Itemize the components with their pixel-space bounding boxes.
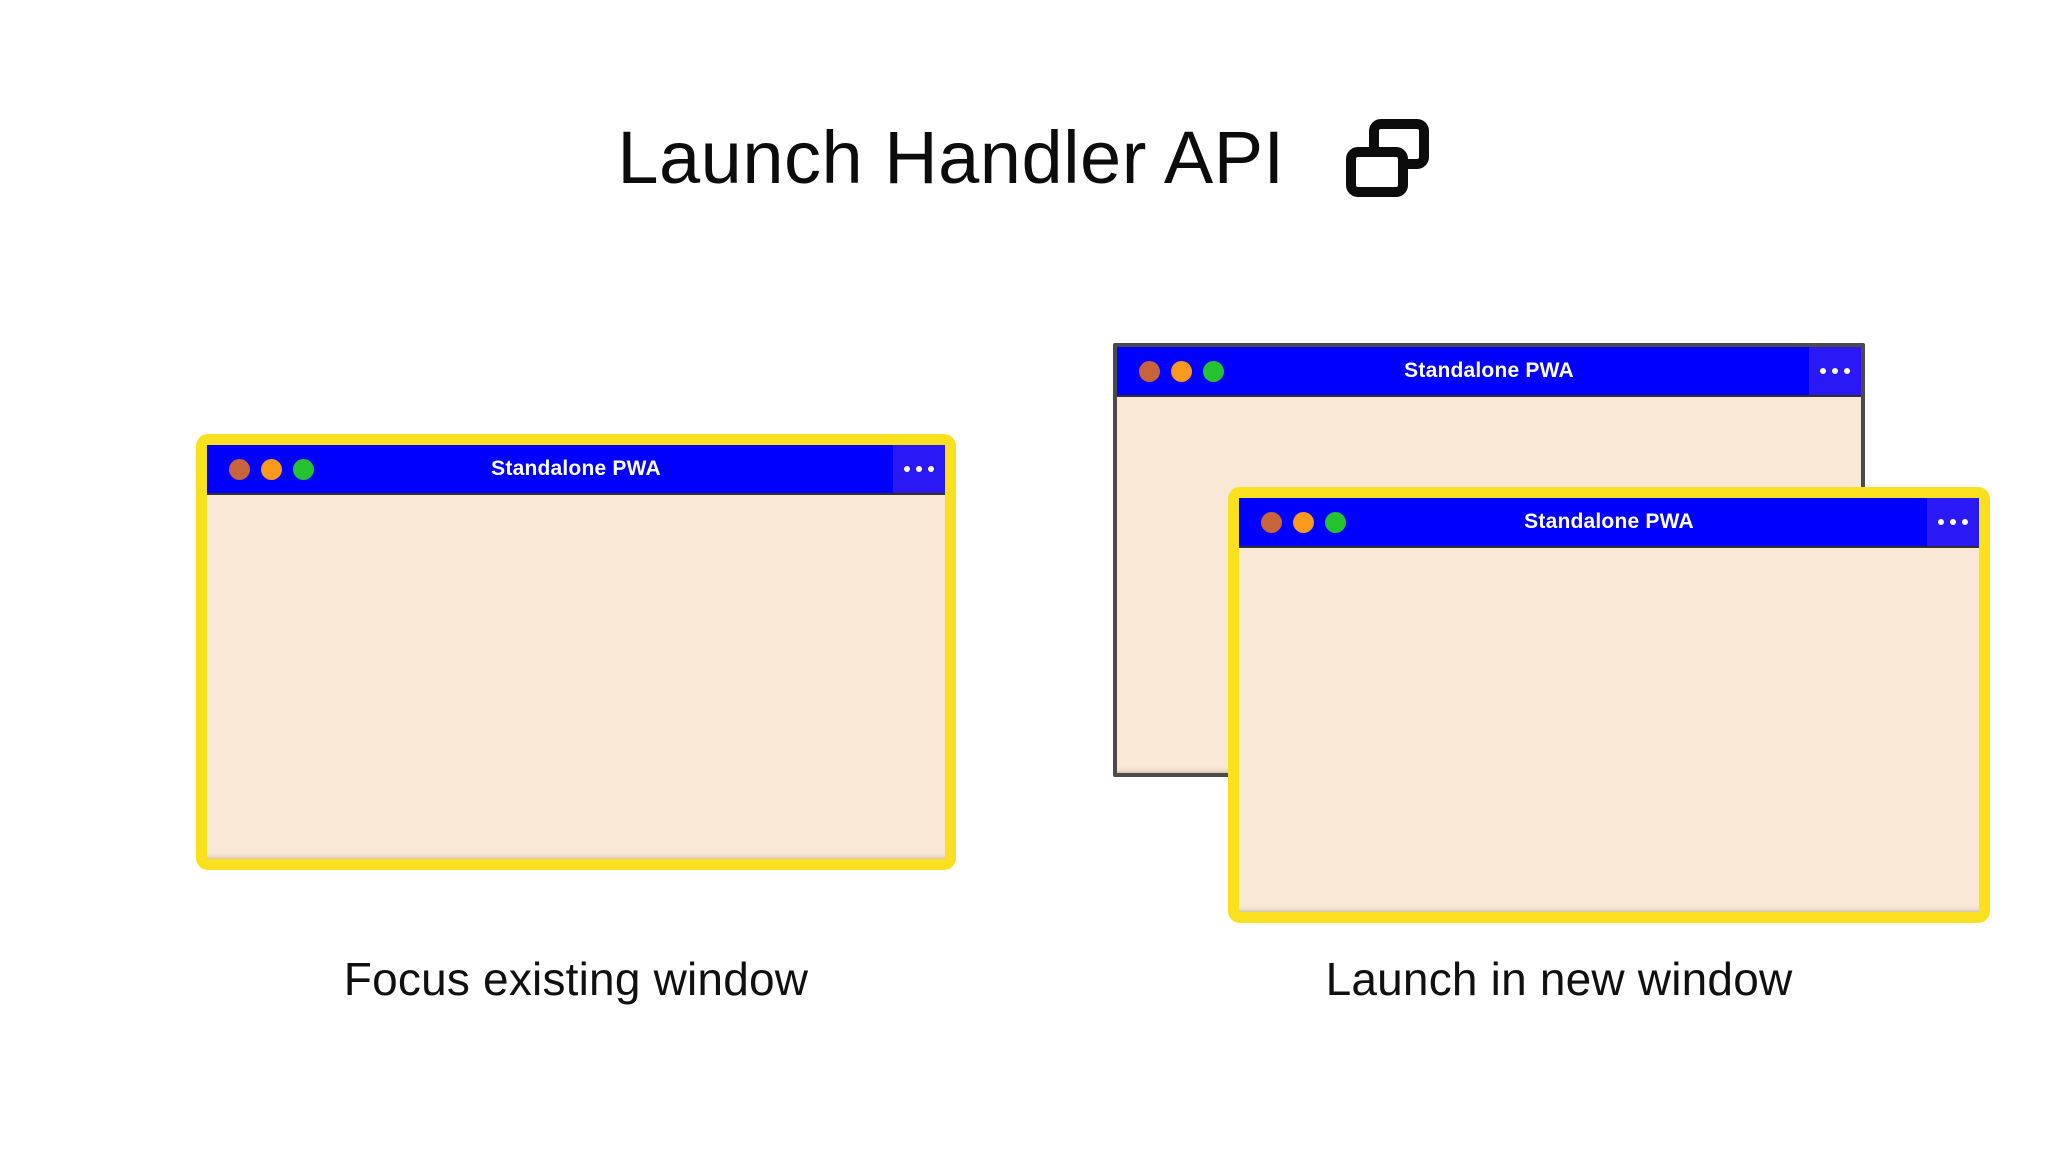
menu-dot-2 bbox=[1950, 519, 1956, 525]
menu-dot-3 bbox=[1962, 519, 1968, 525]
overflow-menu-icon[interactable] bbox=[1809, 347, 1861, 395]
traffic-lights bbox=[1139, 360, 1224, 382]
caption-focus-existing: Focus existing window bbox=[343, 953, 809, 1005]
window-title: Standalone PWA bbox=[1404, 359, 1574, 382]
menu-dot-2 bbox=[916, 466, 922, 472]
menu-dot-1 bbox=[1820, 368, 1826, 374]
maximize-dot-icon[interactable] bbox=[1203, 360, 1224, 382]
maximize-dot-icon[interactable] bbox=[293, 458, 314, 480]
traffic-lights bbox=[229, 458, 314, 480]
traffic-lights bbox=[1261, 511, 1346, 533]
minimize-dot-icon[interactable] bbox=[1293, 511, 1314, 533]
minimize-dot-icon[interactable] bbox=[261, 458, 282, 480]
window-titlebar[interactable]: Standalone PWA bbox=[207, 445, 945, 493]
minimize-dot-icon[interactable] bbox=[1171, 360, 1192, 382]
maximize-dot-icon[interactable] bbox=[1325, 511, 1346, 533]
menu-dot-3 bbox=[928, 466, 934, 472]
menu-dot-3 bbox=[1844, 368, 1850, 374]
overflow-menu-icon[interactable] bbox=[1927, 498, 1979, 546]
page-header: Launch Handler API bbox=[0, 118, 2048, 198]
menu-dot-2 bbox=[1832, 368, 1838, 374]
two-windows-icon bbox=[1345, 118, 1431, 198]
close-dot-icon[interactable] bbox=[229, 458, 250, 480]
window-inner: Standalone PWA bbox=[1239, 498, 1979, 912]
caption-launch-new: Launch in new window bbox=[1325, 953, 1793, 1005]
window-inner: Standalone PWA bbox=[207, 445, 945, 859]
window-titlebar[interactable]: Standalone PWA bbox=[1117, 347, 1861, 395]
close-dot-icon[interactable] bbox=[1261, 511, 1282, 533]
window-focus-existing[interactable]: Standalone PWA bbox=[196, 434, 956, 870]
overflow-menu-icon[interactable] bbox=[893, 445, 945, 493]
menu-dot-1 bbox=[904, 466, 910, 472]
window-content-area bbox=[1239, 546, 1979, 912]
window-new-launched[interactable]: Standalone PWA bbox=[1228, 487, 1990, 923]
window-titlebar[interactable]: Standalone PWA bbox=[1239, 498, 1979, 546]
window-content-area bbox=[207, 493, 945, 859]
page-title: Launch Handler API bbox=[617, 116, 1285, 199]
menu-dot-1 bbox=[1938, 519, 1944, 525]
close-dot-icon[interactable] bbox=[1139, 360, 1160, 382]
window-title: Standalone PWA bbox=[491, 457, 661, 480]
window-title: Standalone PWA bbox=[1524, 510, 1694, 533]
